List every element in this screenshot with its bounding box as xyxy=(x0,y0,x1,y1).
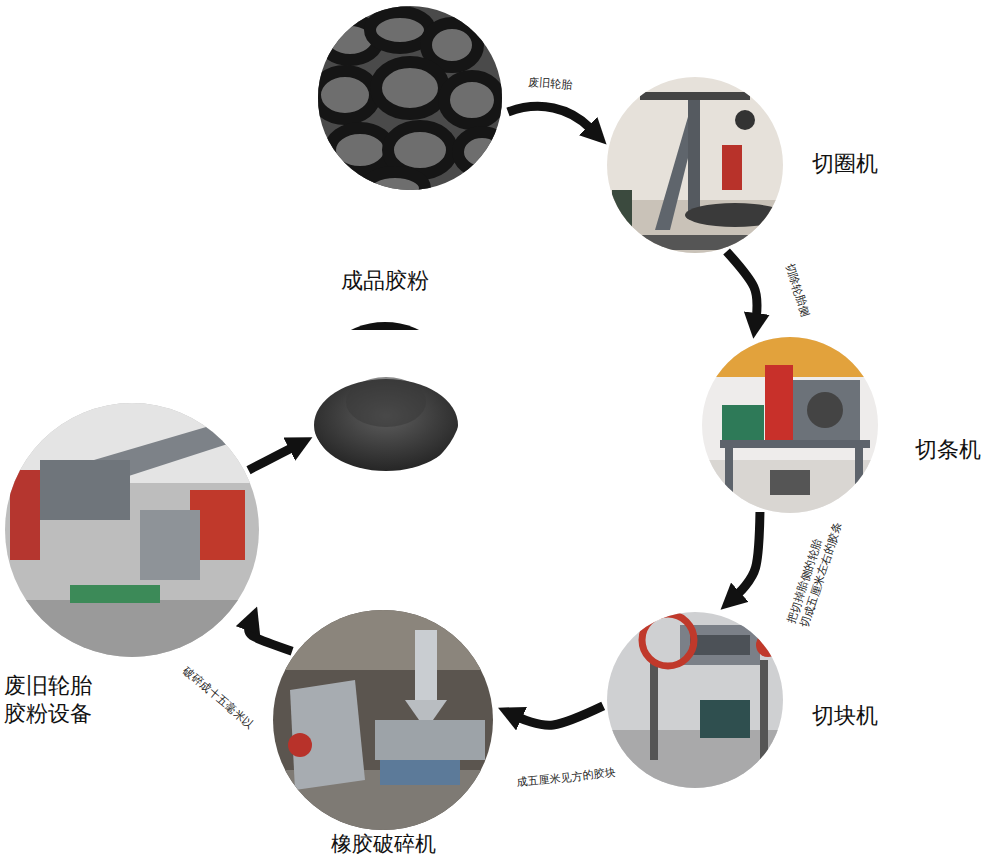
block-cutter-photo xyxy=(650,660,658,760)
powder-photo xyxy=(346,377,426,427)
tire-photo xyxy=(330,128,390,172)
crusher-photo xyxy=(380,760,460,785)
powder-photo xyxy=(307,322,463,478)
process-circle: 成品胶粉 xyxy=(307,322,463,478)
ring-cutter-photo xyxy=(607,77,783,253)
powder-photo xyxy=(300,318,470,478)
ring-cutter-photo xyxy=(612,190,632,230)
process-circle: 切条机 xyxy=(702,337,878,513)
arrow-label: 切除轮胎侧 xyxy=(781,260,812,320)
tire-photo xyxy=(458,132,506,172)
flow-arrow xyxy=(727,251,757,315)
crusher-photo xyxy=(273,610,493,830)
block-cutter-photo xyxy=(642,614,694,666)
ring-cutter-photo xyxy=(722,145,742,190)
machine-name: 橡胶破碎机 xyxy=(283,832,483,856)
arrow-label: 废旧轮胎 xyxy=(526,75,575,92)
tire-photo xyxy=(376,62,444,114)
machine-name: 成品胶粉 xyxy=(305,268,465,294)
machine-name: 切条机 xyxy=(915,437,981,463)
ring-cutter-photo xyxy=(688,95,700,215)
process-circle: 橡胶破碎机 xyxy=(273,610,493,830)
tire-photo xyxy=(444,76,500,124)
arrow-label: 成五厘米见方的胶块 xyxy=(514,766,618,790)
flow-arrow xyxy=(508,106,590,128)
strip-cutter-photo xyxy=(770,470,810,495)
strip-cutter-photo xyxy=(790,380,860,440)
flow-arrow xyxy=(249,448,292,470)
powder-line-photo xyxy=(5,403,259,657)
tire-photo xyxy=(315,6,506,204)
crusher-photo xyxy=(273,610,493,830)
arrow-label: 破碎成十五毫米以 xyxy=(178,663,257,733)
flow-arrow xyxy=(738,512,760,594)
strip-cutter-photo xyxy=(725,448,733,508)
ring-cutter-photo xyxy=(685,203,785,227)
ring-cutter-photo xyxy=(640,92,750,100)
arrow-label: 把切掉胎侧的轮胎 切成五厘米左右的胶条 xyxy=(784,513,846,632)
ring-cutter-photo xyxy=(607,77,785,253)
process-circle: 废旧轮胎 胶粉设备 xyxy=(5,403,259,657)
powder-photo xyxy=(300,318,470,330)
machine-name: 切圈机 xyxy=(812,151,878,177)
flow-arrow xyxy=(249,628,292,651)
flow-arrow xyxy=(519,706,603,725)
powder-line-photo xyxy=(40,460,130,520)
powder-line-photo xyxy=(140,510,200,580)
block-cutter-photo xyxy=(756,633,780,657)
crusher-photo xyxy=(288,733,312,757)
block-cutter-photo xyxy=(690,635,750,655)
strip-cutter-photo xyxy=(702,337,878,513)
ring-cutter-photo xyxy=(630,235,770,250)
strip-cutter-photo xyxy=(855,448,863,508)
process-circle: 切块机 xyxy=(607,612,783,788)
process-circle: 切圈机 xyxy=(607,77,783,253)
strip-cutter-photo xyxy=(702,337,878,513)
strip-cutter-photo xyxy=(765,365,793,440)
block-cutter-photo xyxy=(607,612,783,788)
strip-cutter-photo xyxy=(807,392,843,428)
crusher-photo xyxy=(415,630,437,710)
powder-line-photo xyxy=(5,600,259,657)
crusher-photo xyxy=(375,720,485,760)
block-cutter-photo xyxy=(607,730,783,788)
strip-cutter-photo xyxy=(722,405,764,440)
machine-name: 切块机 xyxy=(812,703,878,729)
powder-line-photo xyxy=(10,470,40,560)
tire-photo xyxy=(426,23,478,67)
powder-line-photo xyxy=(70,585,160,603)
tire-photo xyxy=(365,172,425,204)
tire-photo xyxy=(315,71,375,119)
block-cutter-photo xyxy=(607,612,783,788)
powder-line-photo xyxy=(5,403,259,657)
block-cutter-photo xyxy=(760,660,768,760)
machine-name: 废旧轮胎 胶粉设备 xyxy=(4,672,104,727)
block-cutter-photo xyxy=(700,700,750,738)
crusher-photo xyxy=(273,610,493,670)
strip-cutter-photo xyxy=(720,440,870,448)
ring-cutter-photo xyxy=(735,110,755,130)
